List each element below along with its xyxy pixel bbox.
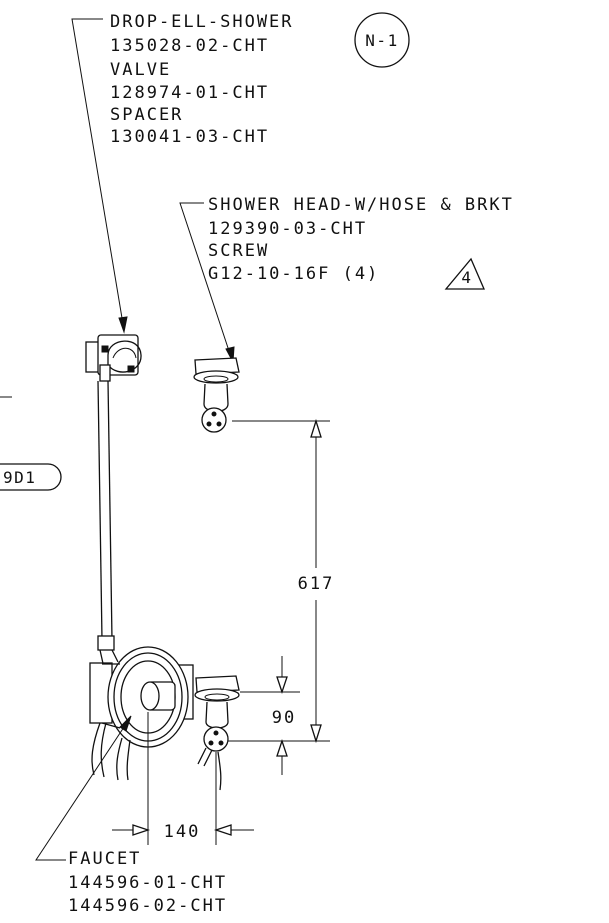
dim-617-arrow-top <box>310 418 322 438</box>
drop-ell-assembly <box>85 334 142 382</box>
supply-hose-3 <box>116 737 123 781</box>
lower-head-top <box>195 675 240 693</box>
supply-hose-1 <box>91 722 101 776</box>
faucet-assembly <box>89 646 194 781</box>
dimension-617: 617 <box>228 418 335 744</box>
drop-ell-line-6: 130041-03-CHT <box>110 127 269 147</box>
upper-screw-2 <box>216 421 222 427</box>
drop-ell-detail <box>112 347 137 359</box>
upper-head-face <box>193 370 239 384</box>
pipe-coupling <box>97 635 115 651</box>
edge-tag-text: 9D1 <box>3 468 36 487</box>
dim-90-arrow-bottom <box>276 738 288 757</box>
dimension-140: 140 <box>112 712 254 845</box>
drop-ell-mark <box>101 345 109 353</box>
drop-ell-callout: DROP-ELL-SHOWER 135028-02-CHT VALVE 1289… <box>71 12 410 334</box>
dimension-90: 90 <box>240 656 300 775</box>
upper-head-face-inner <box>203 375 229 383</box>
lower-screw-2 <box>218 740 224 746</box>
dim-90-value: 90 <box>272 708 296 728</box>
pipe-left-edge <box>97 380 103 641</box>
faucet-brackets <box>101 663 121 729</box>
drop-ell-leader-arrow <box>118 316 128 334</box>
dim-617-value: 617 <box>298 574 335 594</box>
lower-hose <box>217 751 222 791</box>
faucet-line-3: 144596-02-CHT <box>68 896 227 916</box>
drop-ell-line-1: DROP-ELL-SHOWER <box>110 12 294 32</box>
note-tag: N-1 <box>365 31 398 50</box>
lower-screw-3 <box>213 730 219 736</box>
lower-shower-head <box>194 675 240 791</box>
faucet-line-2: 144596-01-CHT <box>68 873 227 893</box>
revision-triangle <box>444 257 485 290</box>
drop-ell-line-2: 135028-02-CHT <box>110 36 269 56</box>
shower-head-line-4: G12-10-16F (4) <box>208 264 379 284</box>
lower-hose-outlet <box>197 747 213 767</box>
dim-617-arrow-bottom <box>310 724 322 744</box>
lower-head-stem <box>205 701 229 729</box>
vertical-pipe <box>97 380 119 669</box>
dim-140-arrow-left <box>132 824 151 836</box>
drop-ell-line-5: SPACER <box>110 105 183 125</box>
drop-ell-nut <box>99 364 111 382</box>
shower-head-callout: SHOWER HEAD-W/HOSE & BRKT 129390-03-CHT … <box>179 195 514 364</box>
upper-screw-1 <box>206 421 212 427</box>
pipe-right-edge <box>107 380 113 641</box>
faucet-callout: FAUCET 144596-01-CHT 144596-02-CHT <box>35 715 227 916</box>
lower-head-face-inner <box>204 693 230 701</box>
faucet-handle-cap <box>140 681 160 711</box>
drop-ell-mark-2 <box>127 365 135 373</box>
lower-head-face <box>194 688 240 702</box>
upper-head-stem <box>203 383 229 413</box>
upper-shower-head <box>193 357 240 433</box>
shower-head-line-1: SHOWER HEAD-W/HOSE & BRKT <box>208 195 514 215</box>
faucet-leader <box>35 717 131 861</box>
dim-90-arrow-top <box>276 676 288 695</box>
upper-screw-3 <box>211 411 217 417</box>
note-tag-circle <box>354 12 410 68</box>
revision-number: 4 <box>461 268 472 287</box>
upper-head-top <box>194 357 240 375</box>
dim-140-arrow-right <box>213 824 232 836</box>
drop-ell-leader <box>71 18 125 331</box>
faucet-leader-arrow <box>119 715 132 732</box>
drop-ell-line-3: VALVE <box>110 60 171 80</box>
dim-140-value: 140 <box>164 822 201 842</box>
drop-ell-shell <box>107 340 142 373</box>
supply-hose-2 <box>100 722 107 778</box>
faucet-line-1: FAUCET <box>68 849 141 869</box>
lower-screw-1 <box>208 740 214 746</box>
edge-tag-shape <box>0 463 62 491</box>
supply-hose-4 <box>126 739 131 781</box>
drop-ell-line-4: 128974-01-CHT <box>110 83 269 103</box>
shower-head-line-3: SCREW <box>208 241 269 261</box>
shower-head-leader <box>179 202 233 361</box>
shower-head-line-2: 129390-03-CHT <box>208 219 367 239</box>
left-edge-fragments: 9D1 <box>0 396 62 491</box>
